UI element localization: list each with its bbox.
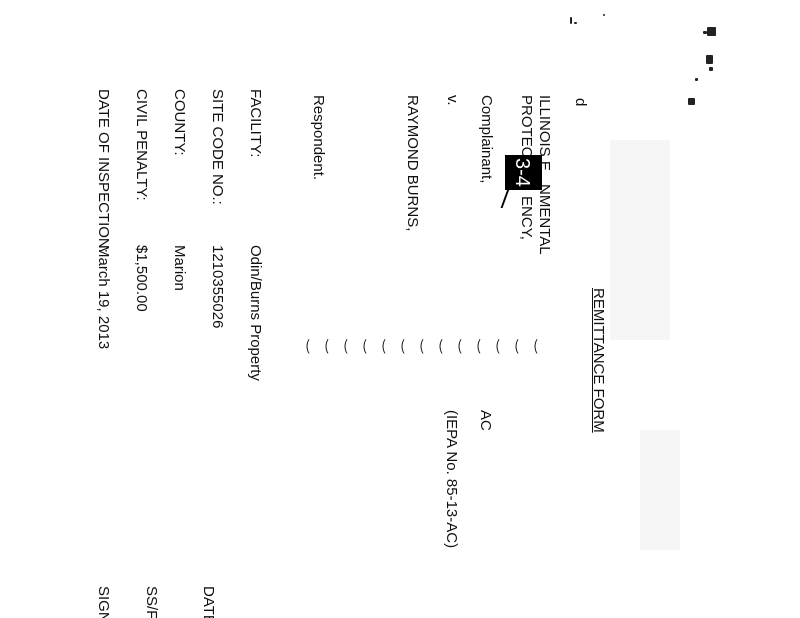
- scan-mark: [703, 31, 707, 34]
- facility-value: Odin/Burns Property: [247, 245, 264, 381]
- site-code-value: 1210355026: [209, 245, 226, 329]
- bracket-mark: ‿: [401, 340, 418, 353]
- scan-mark: [707, 27, 716, 36]
- bracket-mark: ‿: [534, 340, 551, 353]
- facility-label: FACILITY:: [247, 89, 264, 158]
- bracket-mark: ‿: [382, 340, 399, 353]
- ssfei-label-cutoff: SS/FEI: [143, 586, 160, 618]
- scan-mark: [570, 17, 572, 24]
- bracket-mark: ‿: [344, 340, 361, 353]
- scan-mark: [574, 22, 577, 24]
- scan-noise: [610, 140, 670, 340]
- site-code-label: SITE CODE NO.:: [209, 89, 226, 205]
- handwritten-stamp: 3-4: [511, 158, 533, 187]
- scan-mark: [706, 55, 713, 64]
- civil-penalty-label: CIVIL PENALTY:: [133, 89, 150, 201]
- county-label: COUNTY:: [171, 89, 188, 156]
- case-letter: d: [572, 98, 589, 107]
- scan-noise: [640, 430, 680, 550]
- case-code: AC: [477, 410, 494, 431]
- form-title: REMITTANCE FORM: [590, 288, 607, 433]
- bracket-mark: ‿: [439, 340, 456, 353]
- scan-mark: [603, 14, 605, 16]
- versus-label: v.: [444, 95, 461, 106]
- complainant-label: Complainant,: [478, 95, 495, 184]
- bracket-mark: ‿: [458, 340, 475, 353]
- bracket-mark: ‿: [325, 340, 342, 353]
- bracket-mark: ‿: [477, 340, 494, 353]
- county-value: Marion: [171, 245, 188, 291]
- scan-mark: [709, 67, 713, 71]
- respondent-name: RAYMOND BURNS,: [404, 95, 421, 232]
- bracket-mark: ‿: [363, 340, 380, 353]
- bracket-mark: ‿: [496, 340, 513, 353]
- bracket-mark: ‿: [420, 340, 437, 353]
- agency-line-1-end: NMENTAL: [536, 184, 553, 255]
- inspection-date-value: March 19, 2013: [95, 245, 112, 350]
- respondent-label: Respondent.: [310, 95, 327, 181]
- civil-penalty-value: $1,500.00: [133, 245, 150, 312]
- scan-mark: [688, 98, 695, 105]
- scan-mark: [695, 78, 698, 81]
- inspection-date-label: DATE OF INSPECTION:: [95, 89, 112, 253]
- case-number: (IEPA No. 85-13-AC): [443, 410, 460, 549]
- bracket-mark: ‿: [515, 340, 532, 353]
- signature-label-cutoff: SIGNA: [95, 586, 112, 618]
- date-label-cutoff: DATE F: [200, 586, 217, 618]
- bracket-mark: ‿: [306, 340, 323, 353]
- agency-line-2-end: ENCY,: [518, 196, 535, 240]
